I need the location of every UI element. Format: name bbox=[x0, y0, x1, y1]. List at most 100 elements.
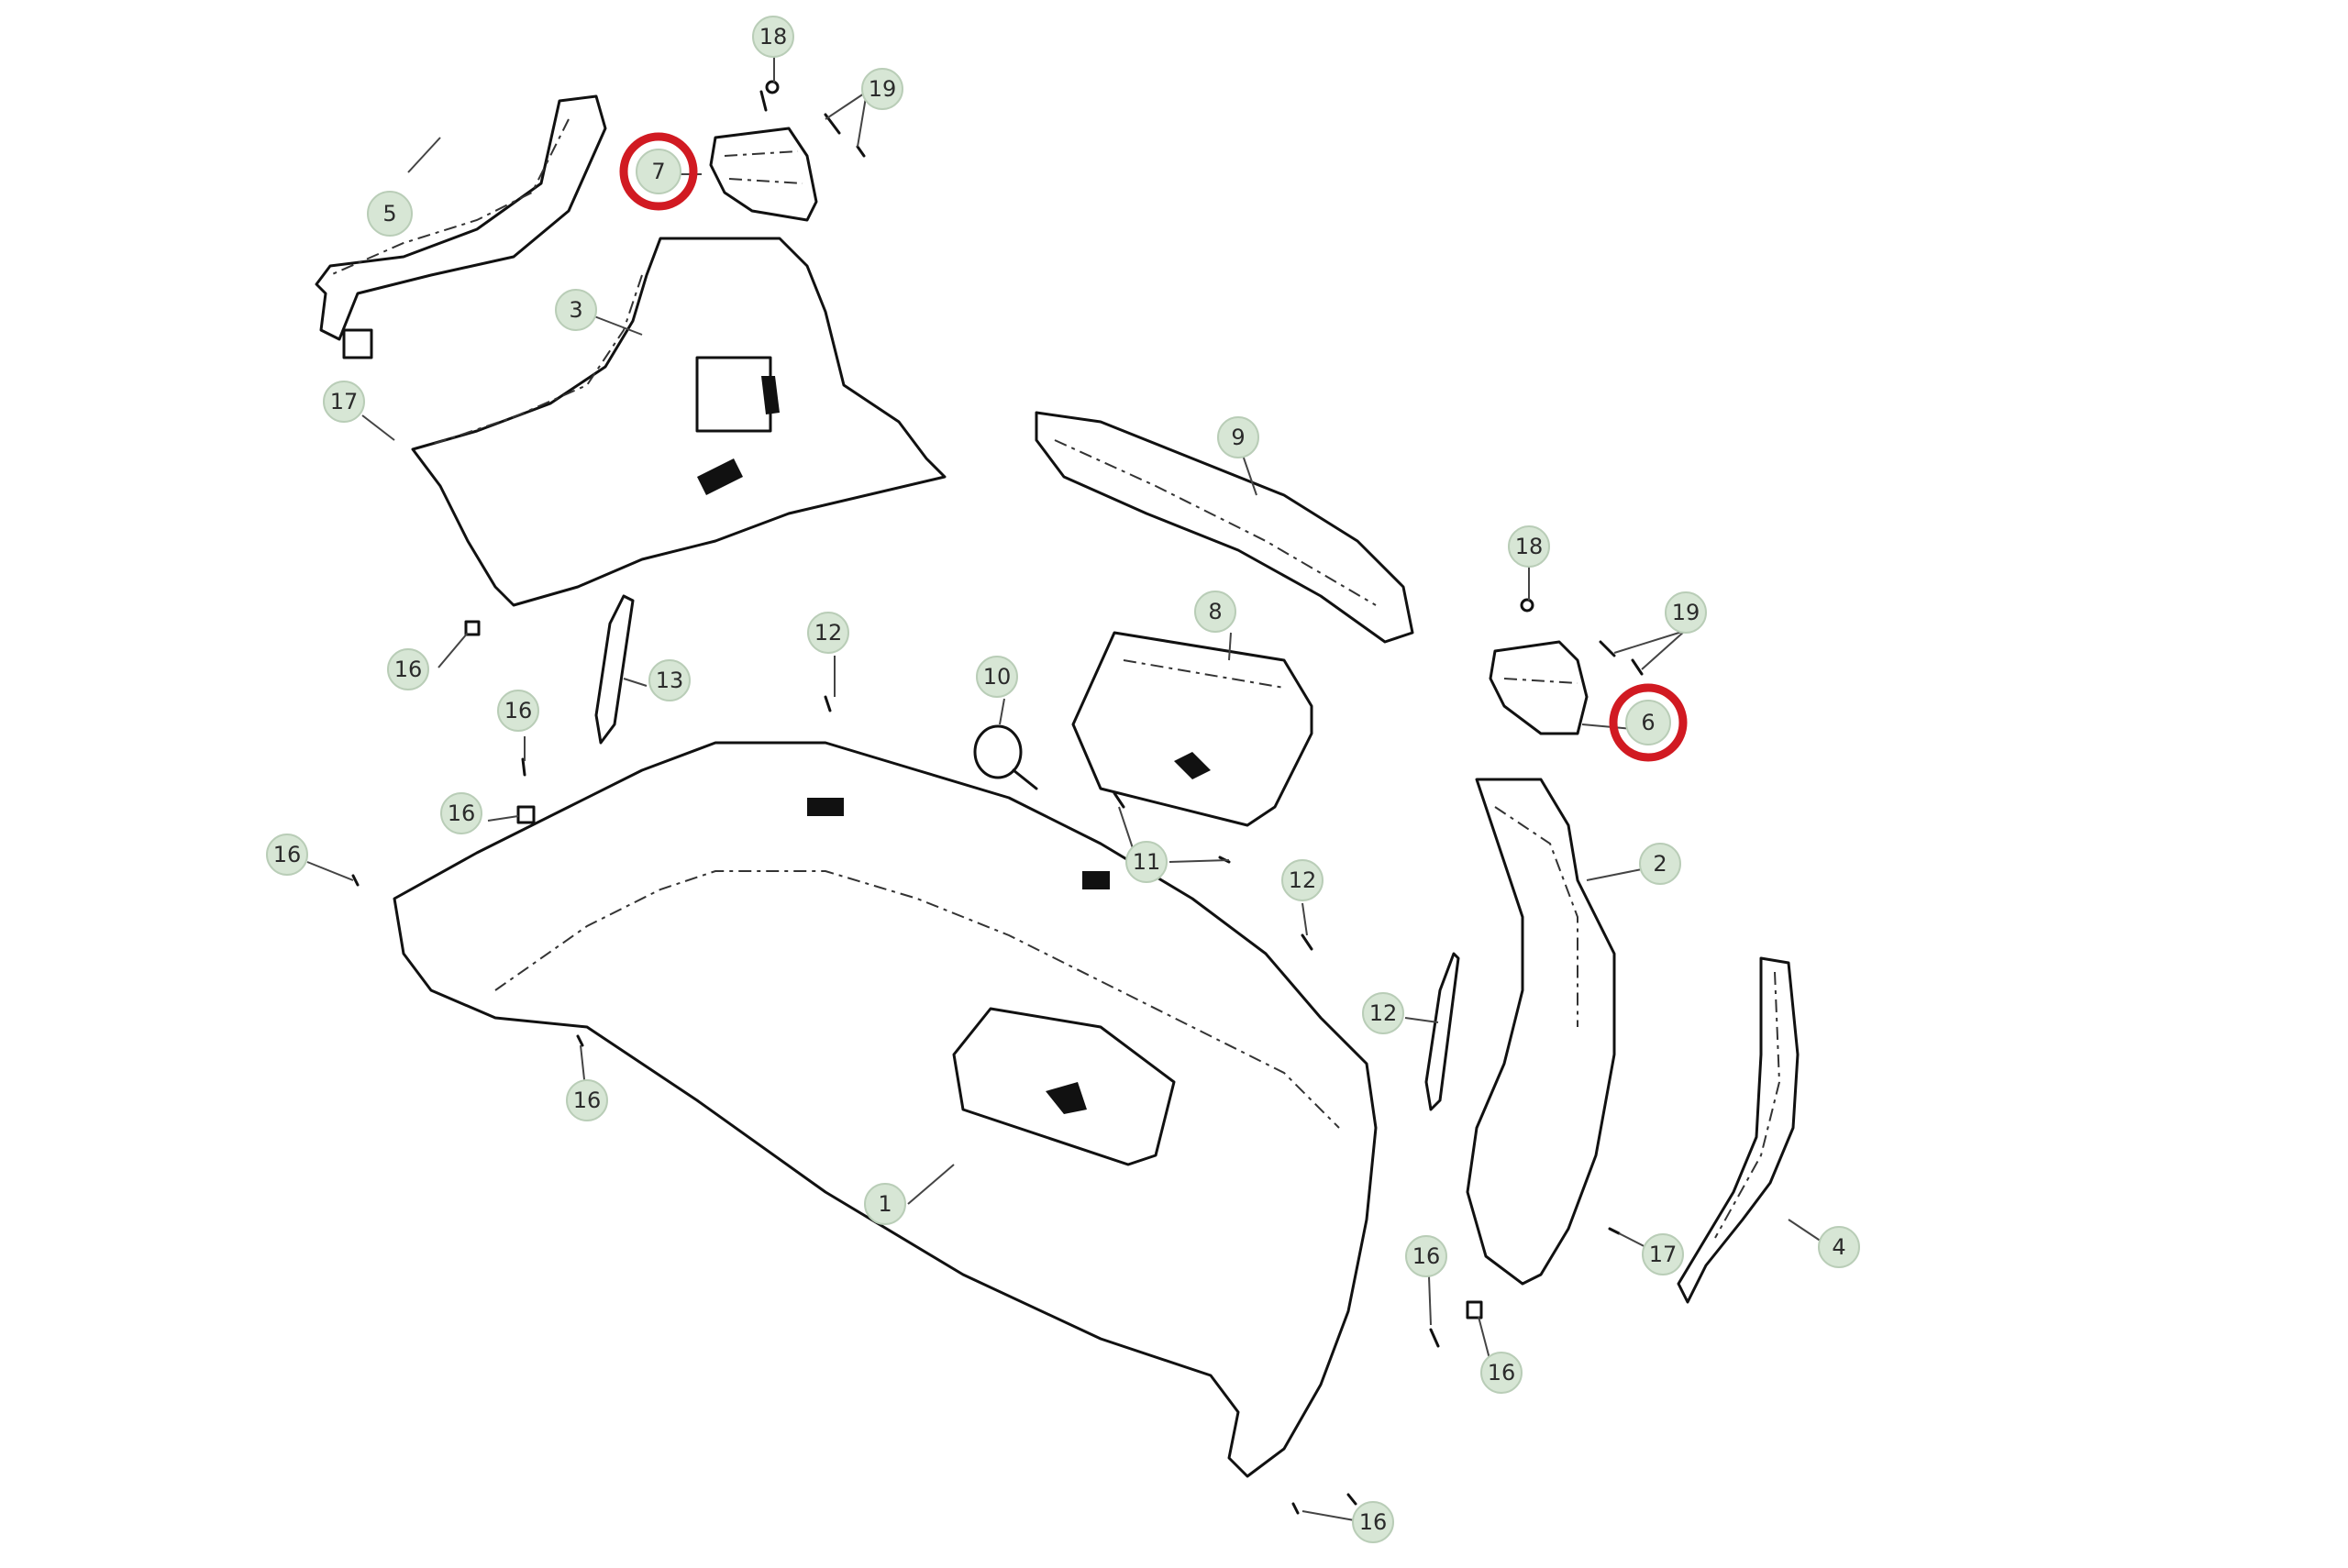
callout-bubble bbox=[266, 834, 308, 876]
callout-label: 8 bbox=[1208, 599, 1222, 624]
callout-label: 16 bbox=[394, 657, 423, 682]
callout-3[interactable]: 3 bbox=[555, 289, 597, 331]
callout-12-upper[interactable]: 12 bbox=[807, 612, 849, 654]
callout-label: 19 bbox=[869, 76, 897, 102]
callout-bubble bbox=[648, 659, 691, 701]
callout-17-left[interactable]: 17 bbox=[323, 381, 365, 423]
callout-12-lower[interactable]: 12 bbox=[1281, 859, 1324, 901]
callout-label: 4 bbox=[1832, 1234, 1845, 1260]
part-left-upper-cover bbox=[411, 237, 947, 607]
callout-label: 16 bbox=[1412, 1243, 1441, 1269]
callout-9[interactable]: 9 bbox=[1217, 416, 1259, 458]
callout-bubble bbox=[566, 1079, 608, 1121]
part-left-upper-bracket bbox=[315, 94, 607, 359]
callout-label: 9 bbox=[1231, 425, 1245, 450]
callout-18-right[interactable]: 18 bbox=[1508, 525, 1550, 568]
callout-bubble bbox=[1625, 700, 1671, 745]
callout-bubble bbox=[864, 1183, 906, 1225]
callout-label: 16 bbox=[448, 801, 476, 826]
callout-10[interactable]: 10 bbox=[976, 656, 1018, 698]
callout-bubble bbox=[1818, 1226, 1860, 1268]
callout-label: 5 bbox=[382, 201, 396, 226]
part-left-upper-mount bbox=[709, 90, 818, 222]
callout-label: 16 bbox=[573, 1088, 602, 1113]
part-center-reinforcement bbox=[1035, 411, 1414, 644]
callout-bubble bbox=[1281, 859, 1324, 901]
callout-5[interactable]: 5 bbox=[367, 191, 413, 237]
callout-highlight-ring bbox=[1609, 683, 1688, 762]
callout-bubble bbox=[1405, 1235, 1447, 1277]
callout-label: 18 bbox=[1515, 534, 1544, 559]
callout-bubble bbox=[555, 289, 597, 331]
callout-4[interactable]: 4 bbox=[1818, 1226, 1860, 1268]
callout-bubble bbox=[636, 149, 681, 194]
callout-16-bottom[interactable]: 16 bbox=[1352, 1501, 1394, 1543]
callout-label: 1 bbox=[878, 1191, 892, 1217]
callout-label: 6 bbox=[1641, 710, 1655, 735]
callout-13[interactable]: 12 bbox=[1362, 992, 1404, 1034]
callout-bubble bbox=[976, 656, 1018, 698]
part-right-bracket bbox=[1677, 956, 1800, 1304]
callout-15-bottom[interactable]: 16 bbox=[1480, 1352, 1523, 1394]
callout-bubble bbox=[1194, 591, 1236, 633]
callout-bubble bbox=[861, 68, 903, 110]
callout-19-top[interactable]: 19 bbox=[861, 68, 903, 110]
callout-bubble bbox=[440, 792, 482, 834]
callout-bubble bbox=[1125, 841, 1168, 883]
callout-bubble bbox=[1642, 1233, 1684, 1275]
callout-label: 12 bbox=[814, 620, 843, 646]
callout-8[interactable]: 8 bbox=[1194, 591, 1236, 633]
callout-highlight-ring bbox=[619, 132, 698, 211]
part-main-bumper-cover bbox=[393, 741, 1378, 1478]
callout-18-top[interactable]: 18 bbox=[752, 16, 794, 58]
callout-label: 7 bbox=[651, 159, 665, 184]
callout-label: 12 bbox=[1369, 1000, 1398, 1026]
callout-11[interactable]: 11 bbox=[1125, 841, 1168, 883]
callout-15-lower[interactable]: 16 bbox=[440, 792, 482, 834]
leader-lines bbox=[306, 55, 1828, 1523]
callout-bubble bbox=[323, 381, 365, 423]
callout-bubble bbox=[497, 690, 539, 732]
callout-bubble bbox=[807, 612, 849, 654]
callout-14[interactable]: 13 bbox=[648, 659, 691, 701]
callout-bubble bbox=[752, 16, 794, 58]
callout-label: 3 bbox=[569, 297, 582, 323]
callout-1[interactable]: 1 bbox=[864, 1183, 906, 1225]
callout-label: 17 bbox=[1649, 1242, 1678, 1267]
callout-label: 16 bbox=[273, 842, 302, 867]
callout-label: 11 bbox=[1133, 849, 1161, 875]
callout-label: 12 bbox=[1289, 867, 1317, 893]
callout-label: 19 bbox=[1672, 600, 1700, 625]
part-license-tray bbox=[1071, 631, 1313, 827]
part-right-upper-mount bbox=[1489, 640, 1589, 735]
callout-15-upper[interactable]: 16 bbox=[387, 648, 429, 690]
callout-bubble bbox=[367, 191, 413, 237]
clips bbox=[351, 80, 1644, 1515]
callout-19-right[interactable]: 19 bbox=[1665, 591, 1707, 634]
callout-label: 17 bbox=[330, 389, 359, 414]
callout-16-left-mid[interactable]: 16 bbox=[497, 690, 539, 732]
callout-7[interactable]: 7 bbox=[619, 132, 698, 211]
callout-bubble bbox=[1508, 525, 1550, 568]
callout-6[interactable]: 6 bbox=[1609, 683, 1688, 762]
callout-label: 16 bbox=[1359, 1509, 1388, 1535]
callout-label: 16 bbox=[1488, 1360, 1516, 1386]
callout-16-bottom-left[interactable]: 16 bbox=[566, 1079, 608, 1121]
callout-2[interactable]: 2 bbox=[1639, 843, 1681, 885]
callout-label: 10 bbox=[983, 664, 1012, 690]
callout-16-far-left[interactable]: 16 bbox=[266, 834, 308, 876]
callout-17-right[interactable]: 17 bbox=[1642, 1233, 1684, 1275]
callout-bubble bbox=[1665, 591, 1707, 634]
callout-bubble bbox=[1217, 416, 1259, 458]
callout-label: 16 bbox=[504, 698, 533, 723]
part-right-side-cover bbox=[1466, 778, 1616, 1286]
callout-bubble bbox=[387, 648, 429, 690]
callout-label: 13 bbox=[656, 668, 684, 693]
part-left-side-strip bbox=[594, 594, 635, 745]
callout-label: 18 bbox=[759, 24, 788, 50]
callout-bubble bbox=[1480, 1352, 1523, 1394]
callout-bubble bbox=[1639, 843, 1681, 885]
callout-label: 2 bbox=[1653, 851, 1667, 877]
callout-16-bottom-right[interactable]: 16 bbox=[1405, 1235, 1447, 1277]
